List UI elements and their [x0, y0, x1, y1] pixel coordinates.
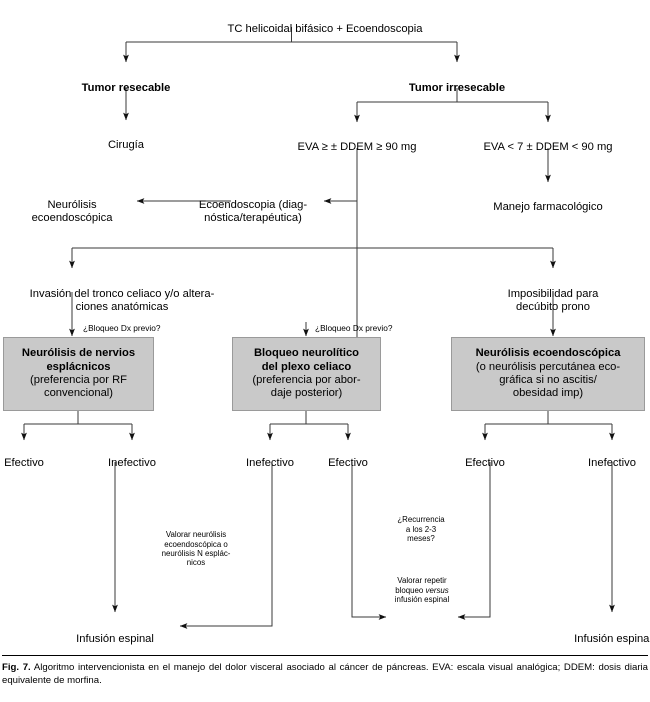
node-echoendoscopy-label: Ecoendoscopia (diag- nóstica/terapéutica…	[198, 199, 308, 225]
box-splanchnic-nerve-neurolysis: Neurólisis de nervios esplácnicos (prefe…	[3, 337, 154, 411]
node-eva-high: EVA ≥ ± DDEM ≥ 90 mg	[267, 128, 447, 154]
node-prone-impossible-label: Imposibilidad para decúbito prono	[507, 288, 599, 314]
box-echoendoscopic-neurolysis-sub: (o neurólisis percutánea eco- gráfica si…	[475, 360, 621, 400]
label-prior-block-mid-text: ¿Bloqueo Dx previo?	[315, 322, 393, 333]
note-recurrence: ¿Recurrencia a los 2-3 meses?	[378, 506, 464, 543]
note-valorar-neurolisis-text: Valorar neurólisis ecoendoscópica o neur…	[161, 530, 231, 568]
note-repeat-block-versus: versus	[425, 585, 449, 595]
box-celiac-plexus-block: Bloqueo neurolítico del plexo celiaco (p…	[232, 337, 381, 411]
node-eva-low: EVA < 7 ± DDEM < 90 mg	[458, 128, 638, 154]
node-pharmacological-management: Manejo farmacológico	[458, 188, 638, 214]
outcome-mid-effective-label: Efectivo	[328, 457, 368, 470]
outcome-left-ineffective: Inefectivo	[82, 444, 182, 470]
figure-caption: Fig. 7. Algoritmo intervencionista en el…	[2, 662, 648, 688]
box-celiac-plexus-block-sub: (preferencia por abor- daje posterior)	[252, 374, 361, 400]
box-splanchnic-nerve-neurolysis-head: Neurólisis de nervios esplácnicos	[21, 347, 136, 373]
node-neurolysis-echoendoscopic: Neurólisis ecoendoscópica	[8, 186, 136, 226]
terminal-spinal-infusion-right: Infusión espinal	[548, 620, 650, 646]
outcome-mid-ineffective-label: Inefectivo	[246, 457, 294, 470]
note-valorar-neurolisis: Valorar neurólisis ecoendoscópica o neur…	[136, 521, 256, 568]
node-tumor-irresectable-label: Tumor irresecable	[408, 82, 506, 95]
note-repeat-block: Valorar repetir bloqueo versus infusión …	[379, 567, 465, 604]
node-eva-low-label: EVA < 7 ± DDEM < 90 mg	[483, 141, 613, 154]
node-title-label: TC helicoidal bifásico + Ecoendoscopia	[227, 23, 423, 36]
caption-divider	[2, 655, 648, 656]
label-prior-block-left: ¿Bloqueo Dx previo?	[83, 314, 193, 334]
label-prior-block-left-text: ¿Bloqueo Dx previo?	[83, 322, 161, 333]
node-tumor-irresectable: Tumor irresecable	[367, 69, 547, 95]
note-recurrence-text: ¿Recurrencia a los 2-3 meses?	[397, 515, 445, 543]
outcome-left-ineffective-label: Inefectivo	[108, 457, 156, 470]
outcome-left-effective-label: Efectivo	[4, 457, 44, 470]
terminal-spinal-infusion-left: Infusión espinal	[50, 620, 180, 646]
node-title: TC helicoidal bifásico + Ecoendoscopia	[0, 10, 650, 36]
note-repeat-block-pre: Valorar repetir bloqueo	[395, 576, 447, 595]
note-repeat-block-post: infusión espinal	[394, 594, 450, 604]
box-echoendoscopic-neurolysis: Neurólisis ecoendoscópica (o neurólisis …	[451, 337, 645, 411]
node-surgery: Cirugía	[56, 126, 196, 152]
outcome-right-ineffective: Inefectivo	[562, 444, 650, 470]
figure-caption-text: Algoritmo intervencionista en el manejo …	[2, 662, 648, 686]
label-prior-block-mid: ¿Bloqueo Dx previo?	[315, 314, 425, 334]
node-neurolysis-echoendoscopic-label: Neurólisis ecoendoscópica	[31, 199, 113, 225]
node-celiac-invasion-label: Invasión del tronco celiaco y/o altera- …	[29, 288, 215, 314]
outcome-left-effective: Efectivo	[0, 444, 70, 470]
outcome-right-effective: Efectivo	[439, 444, 531, 470]
node-tumor-resectable-label: Tumor resecable	[81, 82, 171, 95]
figure-caption-label: Fig. 7.	[2, 662, 31, 673]
arrow-left-ineffective-to-spinal	[179, 462, 273, 629]
terminal-spinal-infusion-left-label: Infusión espinal	[76, 633, 154, 646]
arrow-mid-ineffective-to-repeat	[351, 462, 387, 620]
outcome-mid-ineffective: Inefectivo	[220, 444, 320, 470]
node-eva-high-label: EVA ≥ ± DDEM ≥ 90 mg	[297, 141, 417, 154]
node-celiac-invasion: Invasión del tronco celiaco y/o altera- …	[2, 275, 242, 315]
terminal-spinal-infusion-right-label: Infusión espinal	[574, 633, 650, 646]
node-prone-impossible: Imposibilidad para decúbito prono	[463, 275, 643, 315]
outcome-right-effective-label: Efectivo	[465, 457, 505, 470]
node-tumor-resectable: Tumor resecable	[36, 69, 216, 95]
node-surgery-label: Cirugía	[107, 139, 145, 152]
outcome-right-ineffective-label: Inefectivo	[588, 457, 636, 470]
box-celiac-plexus-block-head: Bloqueo neurolítico del plexo celiaco	[253, 347, 360, 373]
node-echoendoscopy: Ecoendoscopia (diag- nóstica/terapéutica…	[175, 186, 331, 226]
box-splanchnic-nerve-neurolysis-sub: (preferencia por RF convencional)	[30, 374, 127, 400]
box-echoendoscopic-neurolysis-head: Neurólisis ecoendoscópica	[475, 347, 621, 360]
node-pharmacological-management-label: Manejo farmacológico	[493, 201, 603, 214]
outcome-mid-effective: Efectivo	[302, 444, 394, 470]
arrow-mid-effective-to-repeat	[457, 462, 491, 620]
